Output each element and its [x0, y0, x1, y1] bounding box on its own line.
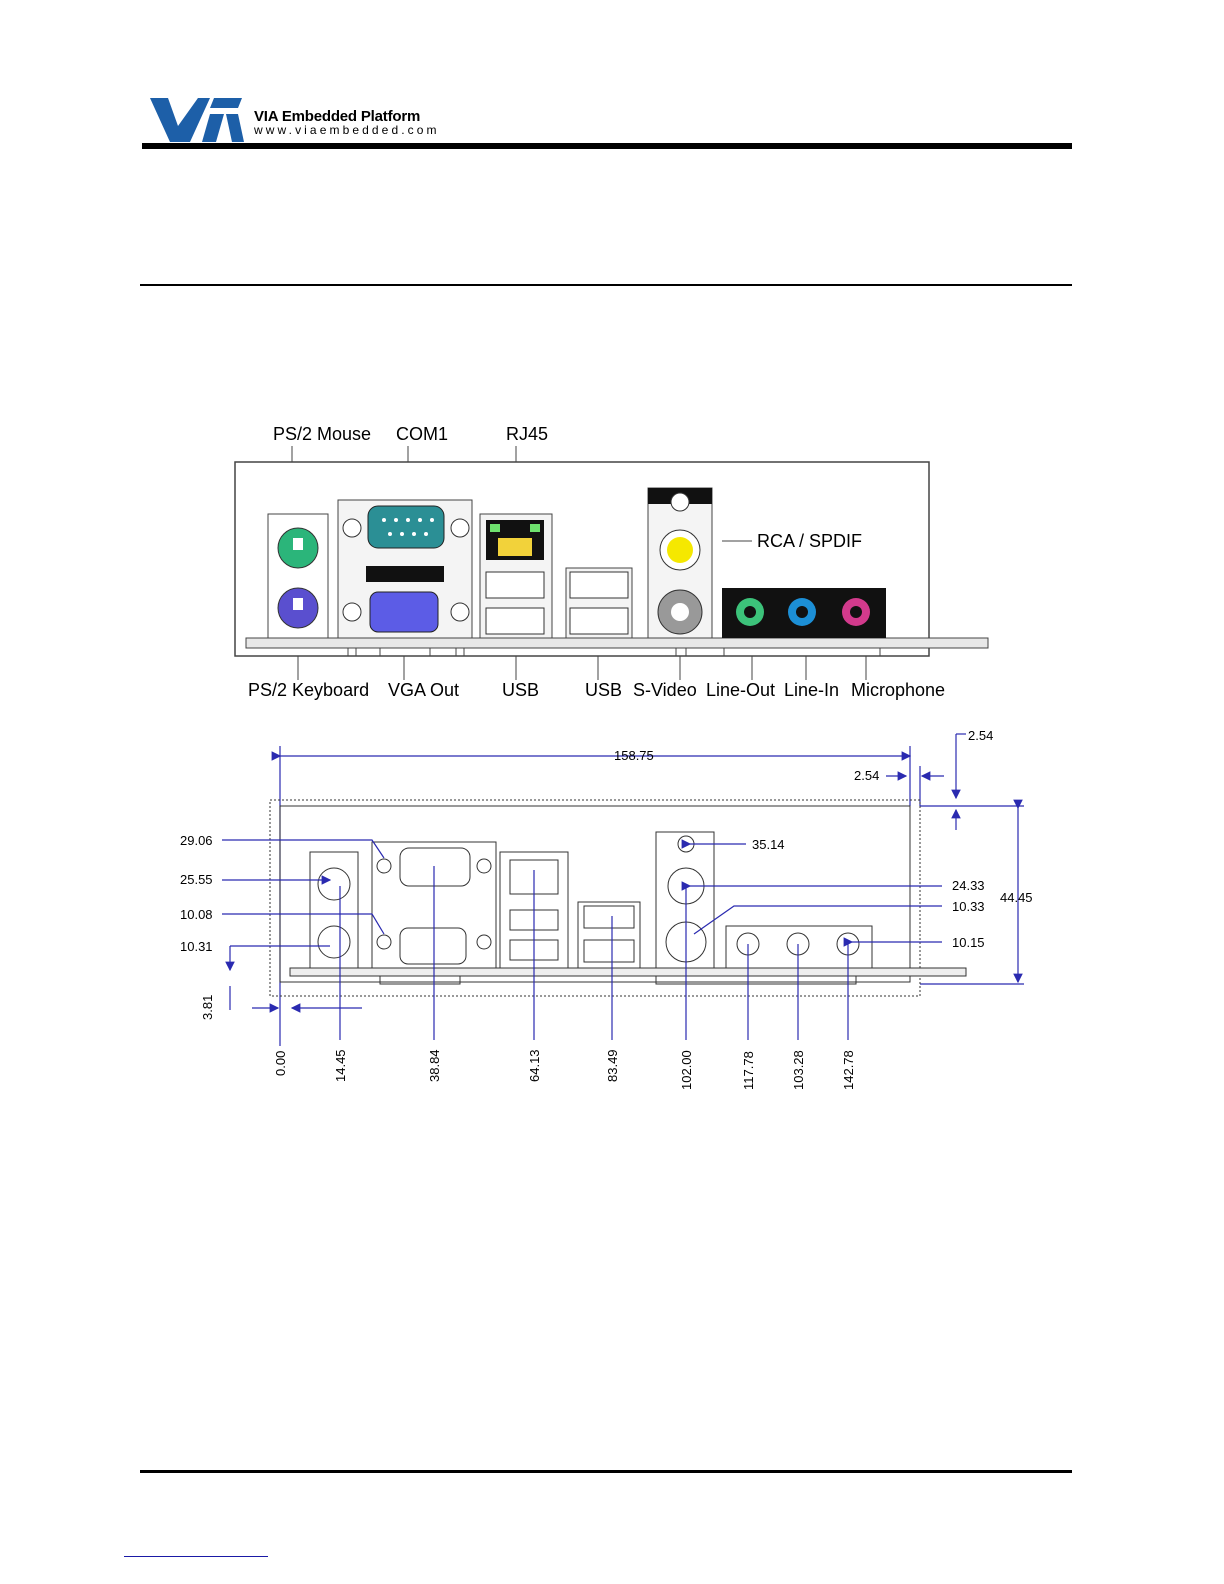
dim-right-4: 10.15	[952, 935, 985, 950]
dim-x-2: 38.84	[427, 1049, 442, 1082]
dim-right-3: 10.33	[952, 899, 985, 914]
dim-x-0: 0.00	[273, 1051, 288, 1076]
dim-x-5: 102.00	[679, 1050, 694, 1090]
footer-link-underline	[124, 1556, 268, 1557]
dim-x-1: 14.45	[333, 1049, 348, 1082]
dim-left-2: 25.55	[180, 872, 213, 887]
dim-width-total: 158.75	[614, 748, 654, 763]
dim-right-2: 24.33	[952, 878, 985, 893]
dim-x-4: 83.49	[605, 1049, 620, 1082]
dim-x-6: 117.78	[741, 1051, 756, 1090]
dim-right-1: 35.14	[752, 837, 785, 852]
dim-left-1: 29.06	[180, 833, 213, 848]
dim-x-8: 142.78	[841, 1050, 856, 1090]
dim-left-4: 10.31	[180, 939, 213, 954]
dim-x-3: 64.13	[527, 1049, 542, 1082]
dimension-drawing: 158.75 2.54 2.54 44.45 29.06 25.55 10.08…	[0, 0, 1224, 1100]
dim-offset-top: 2.54	[968, 728, 993, 743]
dim-left-3: 10.08	[180, 907, 213, 922]
footer-rule	[140, 1470, 1072, 1473]
dim-offset-left: 2.54	[854, 768, 879, 783]
dim-x-7: 103.28	[791, 1050, 806, 1090]
dim-left-5: 3.81	[200, 995, 215, 1020]
dim-height-total: 44.45	[1000, 890, 1033, 905]
